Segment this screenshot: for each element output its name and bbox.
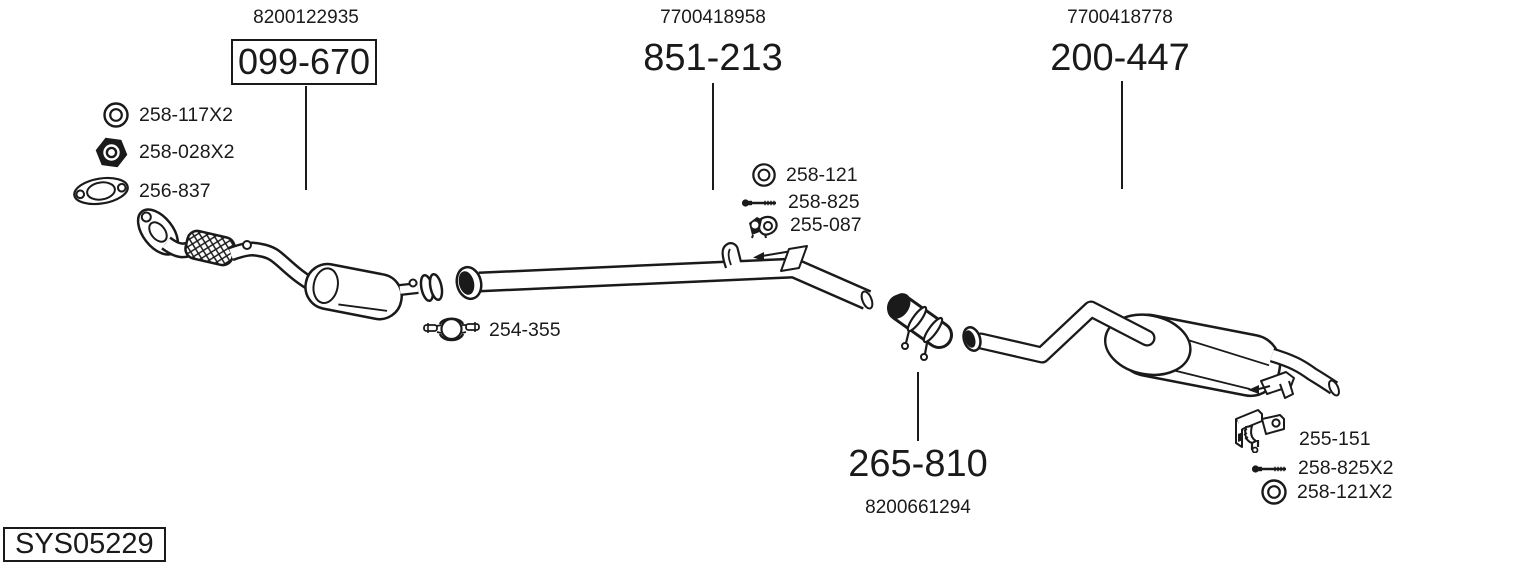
bolt-icon xyxy=(1251,462,1289,476)
rubber-mount-icon xyxy=(743,211,781,239)
oe-number-coupling: 8200661294 xyxy=(865,497,971,518)
leader-lines xyxy=(305,81,1123,441)
hardware-item-255-151: 255-151 xyxy=(1232,407,1371,453)
hardware-part-label: 258-028X2 xyxy=(139,141,235,163)
outlet-flange-ring xyxy=(419,272,444,303)
clamp-icon xyxy=(423,315,480,345)
hanger-bracket-icon xyxy=(1232,407,1290,453)
hardware-part-label: 258-121 xyxy=(786,163,858,186)
hardware-item-258-825X2: 258-825X2 xyxy=(1251,457,1393,480)
hardware-part-label: 258-825X2 xyxy=(1298,457,1394,479)
washer-icon xyxy=(1260,478,1288,506)
muffler-mount-bracket xyxy=(1248,371,1295,399)
gasket-icon xyxy=(72,175,130,207)
coupling-opening xyxy=(887,293,911,319)
outlet-bolt xyxy=(408,278,418,288)
bolt-icon xyxy=(741,196,779,210)
hardware-item-255-087: 255-087 xyxy=(743,211,862,239)
system-code-badge: SYS05229 xyxy=(3,527,166,562)
hardware-part-label: 254-355 xyxy=(489,318,561,341)
oe-number-center-pipe: 7700418958 xyxy=(660,7,766,28)
hardware-item-258-117: 258-117X2 xyxy=(102,101,233,129)
part-number-coupling: 265-810 xyxy=(848,443,988,485)
hardware-item-258-028: 258-028X2 xyxy=(93,136,234,169)
rear-muffler-drawing xyxy=(962,300,1340,399)
hardware-item-258-825: 258-825 xyxy=(741,191,860,214)
hardware-item-258-121X2: 258-121X2 xyxy=(1260,478,1392,506)
hardware-part-label: 258-121X2 xyxy=(1297,480,1393,503)
washer-icon xyxy=(751,162,777,188)
pipe-bracket-eyelet xyxy=(242,240,252,250)
part-number-front-pipe: 099-670 xyxy=(231,39,377,85)
oe-number-front-pipe: 8200122935 xyxy=(253,7,359,28)
hardware-part-label: 258-825 xyxy=(788,191,860,213)
pipe-hanger-hook xyxy=(721,242,743,269)
system-code-text: SYS05229 xyxy=(15,528,154,560)
hardware-part-label: 255-151 xyxy=(1299,428,1371,450)
oe-number-rear-muffler: 7700418778 xyxy=(1067,7,1173,28)
hardware-item-256-837: 256-837 xyxy=(72,175,211,207)
coupling-sleeve-drawing xyxy=(887,293,953,361)
hardware-part-label: 258-117X2 xyxy=(139,103,233,126)
flex-section xyxy=(184,229,236,267)
part-number-rear-muffler: 200-447 xyxy=(1050,37,1190,79)
nut-icon xyxy=(93,136,130,169)
center-pipe-outlet-opening xyxy=(860,290,874,310)
hardware-part-label: 255-087 xyxy=(790,213,862,236)
part-number-center-pipe: 851-213 xyxy=(643,37,783,79)
hardware-part-label: 256-837 xyxy=(139,179,211,202)
hardware-item-254-355: 254-355 xyxy=(423,315,561,345)
hardware-item-258-121: 258-121 xyxy=(751,162,858,188)
catalytic-converter xyxy=(304,262,403,321)
direction-arrow-icon xyxy=(753,245,808,272)
washer-icon xyxy=(102,101,130,129)
front-pipe-drawing xyxy=(136,208,444,321)
center-pipe-drawing xyxy=(455,242,874,310)
